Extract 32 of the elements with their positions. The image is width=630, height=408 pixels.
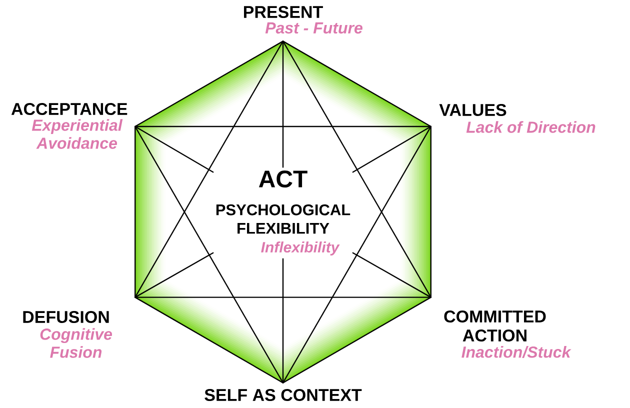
vertex-sublabel: Inaction/Stuck	[462, 346, 572, 358]
connector-line	[282, 40, 432, 298]
vertex-sublabel: Lack of Direction	[466, 121, 596, 133]
connector-line	[282, 40, 432, 128]
vertex-label: DEFUSION	[23, 310, 109, 324]
vertex-label: ACCEPTANCE	[11, 102, 128, 116]
center-title: ACT	[258, 170, 308, 188]
vertex-label: COMMITTED ACTION	[444, 310, 546, 342]
connector-line	[134, 296, 284, 384]
connector-line	[134, 40, 284, 298]
vertex-sublabel: Experiential Avoidance	[32, 119, 123, 149]
connector-line	[430, 126, 432, 298]
center-sublabel: Inflexibility	[261, 242, 340, 256]
connector-line	[134, 126, 214, 173]
vertex-label: VALUES	[439, 104, 506, 116]
connector-line	[134, 252, 214, 298]
connector-line	[134, 40, 284, 128]
connector-line	[134, 126, 432, 128]
vertex-sublabel: Past - Future	[265, 22, 362, 34]
connector-line	[282, 126, 432, 384]
connector-line	[282, 296, 432, 384]
connector-line	[134, 126, 136, 298]
center-heading: PSYCHOLOGICAL FLEXIBILITY	[216, 204, 350, 234]
connector-line	[282, 40, 284, 168]
vertex-label: SELF AS CONTEXT	[204, 388, 362, 402]
connector-line	[352, 126, 432, 173]
connector-line	[282, 258, 284, 384]
connector-line	[352, 252, 432, 298]
vertex-label: PRESENT	[244, 6, 323, 18]
vertex-sublabel: Cognitive Fusion	[40, 328, 112, 358]
connector-line	[134, 126, 284, 384]
connector-line	[134, 296, 432, 298]
